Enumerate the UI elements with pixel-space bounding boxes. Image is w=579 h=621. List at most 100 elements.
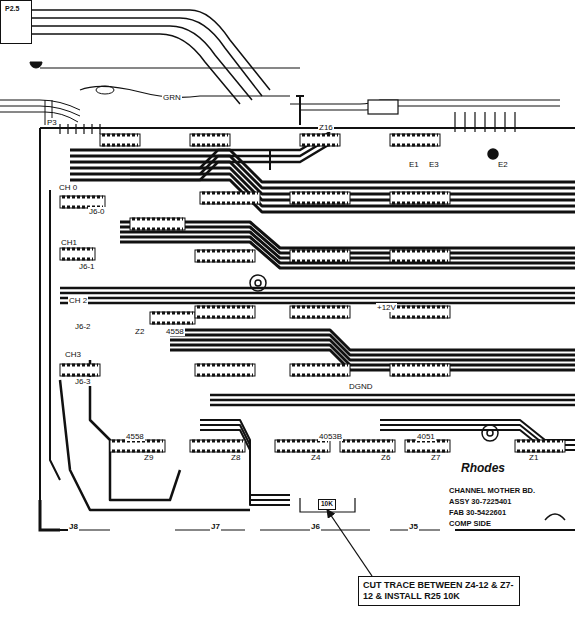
resistor-symbol: 10K (318, 499, 336, 510)
ic-package (390, 192, 450, 204)
ic-pins (197, 307, 253, 317)
ic-pins (132, 219, 183, 229)
board-label: J6-3 (74, 377, 92, 386)
pcb-trace (90, 360, 180, 500)
board-label: CH 2 (68, 296, 88, 305)
ic-pins (292, 251, 348, 261)
board-label: J7 (210, 522, 221, 531)
ic-pins (62, 249, 93, 259)
pcb-trace (60, 297, 575, 300)
board-label: ASSY 30-7225401 (448, 497, 512, 506)
trace-layer (50, 132, 575, 510)
ic-package (150, 312, 195, 324)
cable-wire (290, 100, 560, 110)
ic-package (60, 364, 100, 376)
pcb-trace (60, 380, 250, 510)
pcb-trace (60, 302, 575, 305)
ic-package (110, 440, 165, 452)
board-label: J6-1 (78, 262, 96, 271)
ic-pins (152, 313, 193, 323)
ic-package (515, 440, 565, 452)
cable-wire (40, 67, 300, 68)
node-text: 10K (321, 500, 333, 509)
board-label: CHANNEL MOTHER BD. (448, 486, 536, 495)
pcb-trace (170, 345, 575, 365)
ic-package (290, 250, 350, 262)
pcb-trace (210, 404, 575, 407)
board-label: Z2 (134, 327, 145, 336)
mount-holes (250, 149, 565, 520)
board-label: P3 (46, 118, 58, 127)
board-label: E3 (428, 160, 440, 169)
board-label: J6-2 (74, 322, 92, 331)
pcb-trace (70, 180, 575, 212)
leader-arrow (327, 510, 372, 577)
ic-package (190, 134, 230, 146)
ic-package (340, 440, 395, 452)
board-label: E2 (497, 160, 509, 169)
cable-wire (32, 26, 252, 100)
ic-package (290, 192, 350, 204)
ic-pins (292, 307, 348, 317)
ic-package (390, 306, 450, 318)
mount-hole (487, 430, 493, 436)
ic-pins (392, 365, 448, 375)
ic-package (290, 306, 350, 318)
ic-package (195, 250, 255, 262)
ic-pins (197, 251, 253, 261)
ic-package (130, 218, 185, 230)
cable-wire (0, 100, 80, 122)
ic-pins (112, 441, 163, 451)
board-label: J8 (68, 522, 79, 531)
ic-pins (62, 365, 98, 375)
pcb-trace (269, 150, 271, 170)
ic-pins (392, 193, 448, 203)
ic-pins (192, 441, 243, 451)
board-label: FAB 30-5422601 (448, 508, 507, 517)
ic-pins (392, 135, 438, 145)
ic-pins (197, 365, 253, 375)
pcb-trace (60, 287, 575, 290)
node-text: P2.5 (5, 4, 27, 13)
pcb-trace (130, 144, 330, 180)
ic-package (60, 248, 95, 260)
ic-pins (102, 135, 138, 145)
board-label: J6 (310, 522, 321, 531)
mount-hole (482, 425, 498, 441)
ic-package (390, 250, 450, 262)
cable-wire (32, 34, 240, 104)
ic-pins (292, 365, 348, 375)
corner-mark (40, 500, 60, 530)
pcb-trace (200, 420, 290, 495)
node-text: CUT TRACE BETWEEN Z4-12 & Z7-12 & INSTAL… (363, 580, 515, 602)
board-label: J6-0 (88, 207, 106, 216)
pad (488, 149, 498, 159)
ic-package (190, 440, 245, 452)
board-label: Z16 (318, 123, 334, 132)
ic-package (390, 364, 450, 376)
ring-lug (96, 86, 114, 94)
board-label: 4558 (165, 327, 185, 336)
ic-pins (342, 441, 393, 451)
mount-hole (255, 280, 261, 286)
board-label: 4053B (318, 432, 343, 441)
callout-box: CUT TRACE BETWEEN Z4-12 & Z7-12 & INSTAL… (358, 576, 520, 606)
clip (30, 62, 42, 68)
board-label: Z7 (430, 453, 441, 462)
board-label: +12V (376, 303, 397, 312)
connector-bracket (45, 529, 440, 530)
ic-pins (407, 441, 448, 451)
pcb-trace (50, 190, 60, 480)
bracket-marks (45, 498, 440, 530)
board-label: COMP SIDE (448, 519, 492, 528)
ic-pins (302, 135, 338, 145)
ic-pins (277, 441, 328, 451)
ic-pins (62, 197, 103, 207)
board-label: GRN (162, 93, 182, 102)
cable-wire (32, 18, 262, 96)
board-label: Z4 (310, 453, 321, 462)
connector-box: P2.5 (0, 0, 32, 44)
board-label: CH3 (64, 350, 82, 359)
